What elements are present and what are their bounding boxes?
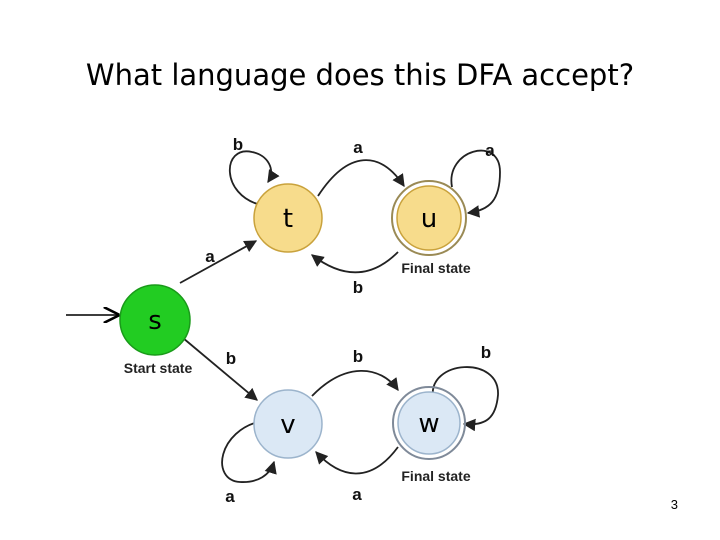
label-t-t: b [233, 135, 243, 154]
edges [66, 149, 501, 483]
state-s-circle [119, 284, 191, 356]
label-u-t: b [353, 278, 363, 297]
label-w-v: a [352, 485, 362, 504]
state-u-caption: Final state [401, 260, 470, 276]
state-u-circle [396, 185, 462, 251]
label-s-t: a [205, 247, 215, 266]
page-number: 3 [671, 497, 678, 512]
edge-t-u [317, 159, 405, 197]
state-u: u Final state [391, 180, 471, 276]
state-u-outer-ring [391, 180, 467, 256]
slide-title: What language does this DFA accept? [85, 58, 635, 92]
edge-v-v [221, 420, 277, 483]
edge-w-w [432, 366, 499, 432]
label-s-v: b [226, 349, 236, 368]
state-t-circle [253, 183, 323, 253]
edge-s-v [182, 337, 258, 401]
edge-t-t [228, 150, 280, 206]
state-t-label: t [283, 204, 293, 234]
state-w-circle [397, 391, 461, 455]
state-v: v [253, 389, 323, 459]
label-v-v: a [225, 487, 235, 506]
state-s: s Start state [119, 284, 193, 376]
edge-labels: b a a a b b b b a a [205, 135, 495, 506]
edge-s-t [179, 240, 258, 284]
state-v-label: v [280, 410, 295, 440]
state-t: t [253, 183, 323, 253]
edge-u-u [450, 149, 501, 218]
label-t-u: a [353, 138, 363, 157]
edge-w-v [315, 446, 399, 475]
state-s-label: s [148, 306, 162, 336]
state-v-circle [253, 389, 323, 459]
state-w-label: w [418, 409, 439, 439]
state-u-label: u [421, 204, 437, 234]
state-w: w Final state [392, 386, 471, 484]
state-w-outer-ring [392, 386, 466, 460]
edge-u-t [311, 251, 399, 274]
edge-v-w [311, 370, 399, 397]
label-w-w: b [481, 343, 491, 362]
label-v-w: b [353, 347, 363, 366]
state-s-caption: Start state [124, 360, 193, 376]
state-w-caption: Final state [401, 468, 470, 484]
label-u-u: a [485, 141, 495, 160]
